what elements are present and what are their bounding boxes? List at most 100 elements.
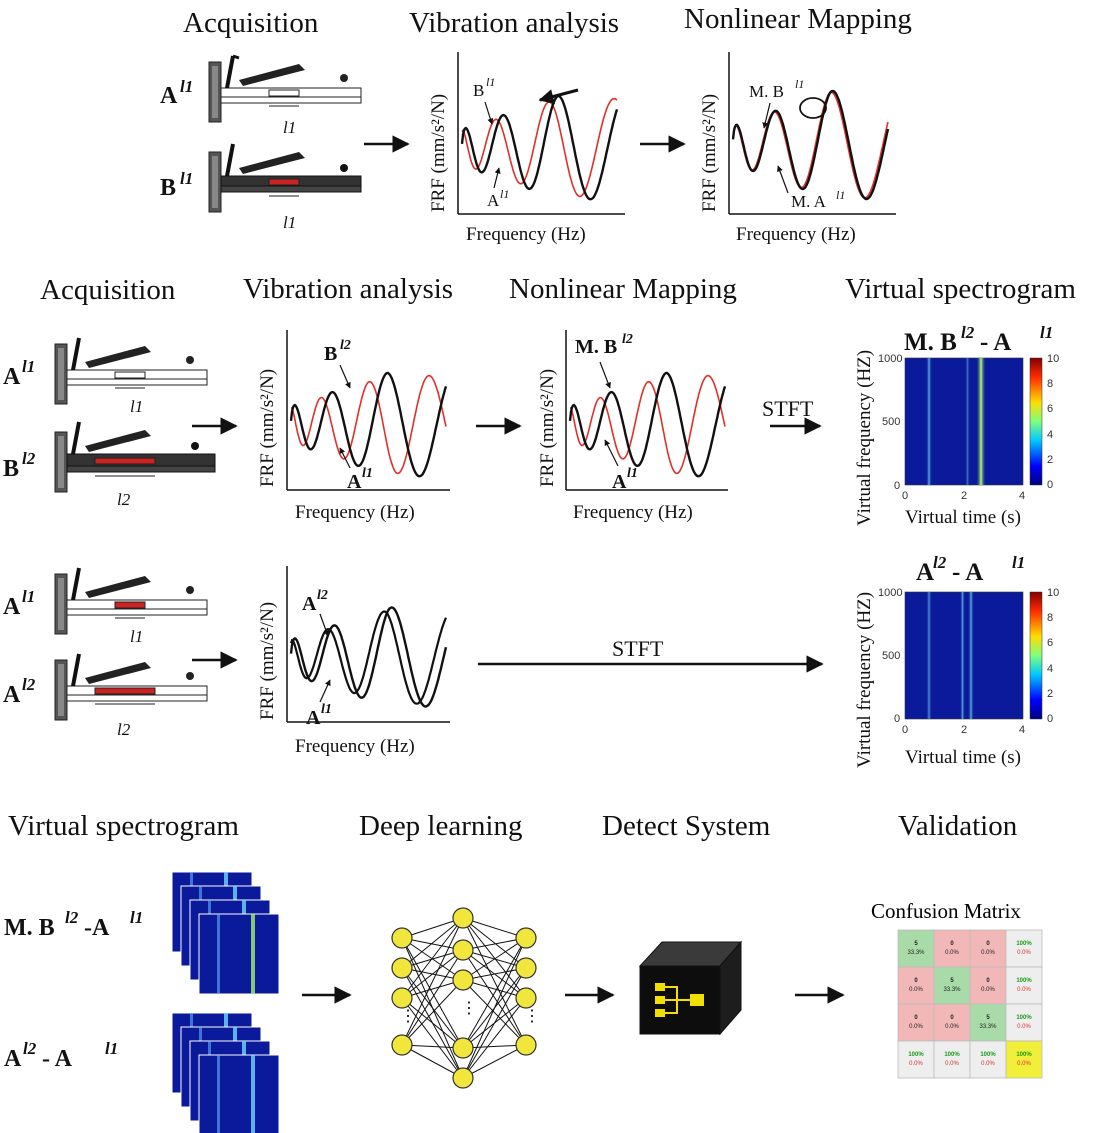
cm-cell <box>1005 929 1043 968</box>
cm-percent: 0.0% <box>1017 1061 1031 1067</box>
sample-label: B <box>160 175 176 201</box>
dim-label: l1 <box>283 118 296 137</box>
cm-cell <box>1005 966 1043 1005</box>
nn-edge <box>462 917 527 969</box>
curve-label-a: A <box>612 471 627 493</box>
series-a-curve <box>289 371 448 478</box>
nn-node <box>452 939 474 961</box>
cm-cell <box>969 966 1007 1005</box>
sample-sup: l1 <box>22 587 35 606</box>
curve-label-a: A <box>487 191 500 210</box>
row2-frf-plot: Frequency (Hz) FRF (mm/s²/N) B l2 A l1 <box>257 330 450 523</box>
colorbar-tick: 8 <box>1047 612 1053 624</box>
row2-title-mapping: Nonlinear Mapping <box>509 273 737 305</box>
row2-title-spectrogram: Virtual spectrogram <box>845 273 1076 305</box>
nn-edge <box>401 949 464 999</box>
nn-edge <box>462 917 527 999</box>
cm-count: 100% <box>1016 1015 1032 1021</box>
cm-percent: 0.0% <box>909 987 923 993</box>
row2-title-acquisition: Acquisition <box>40 274 176 306</box>
cm-percent: 33.3% <box>979 1024 997 1030</box>
row1-mapped-frf-plot: Frequency (Hz) FRF (mm/s²/N) M. B l1 M. … <box>699 52 896 245</box>
x-tick: 4 <box>1019 724 1025 736</box>
cm-count: 5 <box>914 941 918 947</box>
series-b-curve <box>461 97 618 198</box>
dim-label: l2 <box>117 490 131 509</box>
curve-label-b-sup: l1 <box>795 77 804 91</box>
cm-percent: 0.0% <box>909 1024 923 1030</box>
dim-label: l1 <box>130 397 143 416</box>
beam-apparatus-icon <box>208 54 362 123</box>
cm-percent: 0.0% <box>981 987 995 993</box>
y-axis-label: FRF (mm/s²/N) <box>257 602 278 720</box>
nn-edge <box>462 997 527 1079</box>
cm-count: 100% <box>908 1052 924 1058</box>
row2-spectrogram: M. B l2 - A l1 10 8 6 4 2 0 1000 500 0 0… <box>854 323 1059 528</box>
stack-label-sup: l2 <box>65 908 79 927</box>
y-axis-label: Virtual frequency (HZ) <box>854 592 875 768</box>
cm-count: 100% <box>1016 978 1032 984</box>
curve-label-b: M. B <box>575 336 617 358</box>
row2-mapped-frf-plot: Frequency (Hz) FRF (mm/s²/N) M. B l2 A l… <box>537 330 728 523</box>
cm-count: 100% <box>1016 941 1032 947</box>
y-axis-label: FRF (mm/s²/N) <box>257 369 278 487</box>
beam-apparatus-icon <box>208 143 362 213</box>
row3-sample-a: A l1 l1 <box>3 567 208 646</box>
colorbar-tick: 0 <box>1047 479 1053 491</box>
spectrogram-title-sup2: l1 <box>1012 553 1025 572</box>
cm-count: 0 <box>986 941 990 947</box>
nn-edge <box>462 937 527 951</box>
row4-title-detect: Detect System <box>602 810 771 842</box>
sample-label: A <box>3 594 21 620</box>
stack-label-text: M. B <box>4 915 55 941</box>
row3-sample-b: A l2 l2 <box>3 653 208 739</box>
nn-edge <box>401 979 464 1046</box>
cm-percent: 33.3% <box>943 987 961 993</box>
curve-label-a-sup: l1 <box>321 702 332 717</box>
cm-count: 0 <box>950 1015 954 1021</box>
y-axis-label: FRF (mm/s²/N) <box>537 369 558 487</box>
spectrogram-stack-1 <box>171 871 280 995</box>
y-tick: 0 <box>894 713 900 725</box>
stack-label-sup: l2 <box>23 1039 37 1058</box>
spectrogram-sheet <box>198 1054 280 1133</box>
stft-label: STFT <box>612 636 664 661</box>
nn-edge <box>462 937 527 1049</box>
x-axis-label: Virtual time (s) <box>905 747 1021 768</box>
row3-frf-plot: Frequency (Hz) FRF (mm/s²/N) A l2 A l1 <box>257 566 450 757</box>
colorbar-tick: 4 <box>1047 429 1053 441</box>
x-tick: 0 <box>902 490 908 502</box>
series-a-curve <box>731 89 890 201</box>
nn-node <box>452 969 474 991</box>
colorbar-tick: 10 <box>1047 587 1059 599</box>
cm-count: 0 <box>914 1015 918 1021</box>
cm-percent: 0.0% <box>1017 987 1031 993</box>
series-b-curve <box>291 374 447 475</box>
beam-apparatus-icon <box>54 653 208 721</box>
x-tick: 2 <box>961 724 967 736</box>
nn-node <box>452 1037 474 1059</box>
x-axis-label: Frequency (Hz) <box>295 502 415 523</box>
cm-cell <box>1005 1003 1043 1042</box>
row4-title-spectrogram: Virtual spectrogram <box>8 810 239 842</box>
cm-count: 100% <box>1016 1052 1032 1058</box>
stack-label-text: - A <box>42 1046 73 1072</box>
nn-node <box>515 987 537 1009</box>
y-tick: 1000 <box>878 587 902 599</box>
nn-edge <box>462 979 527 1046</box>
sample-sup: l1 <box>22 357 35 376</box>
cm-cell <box>933 929 971 968</box>
cm-count: 5 <box>950 978 954 984</box>
beam-apparatus-icon <box>54 567 208 635</box>
x-axis-label: Frequency (Hz) <box>295 736 415 757</box>
cm-cell <box>897 929 935 968</box>
cm-count: 100% <box>944 1052 960 1058</box>
nn-edge <box>401 997 464 1079</box>
nn-edge <box>462 917 527 1046</box>
x-axis-label: Frequency (Hz) <box>573 502 693 523</box>
nn-node <box>391 987 413 1009</box>
colorbar-tick: 2 <box>1047 688 1053 700</box>
colorbar-tick: 10 <box>1047 353 1059 365</box>
cm-percent: 0.0% <box>981 950 995 956</box>
